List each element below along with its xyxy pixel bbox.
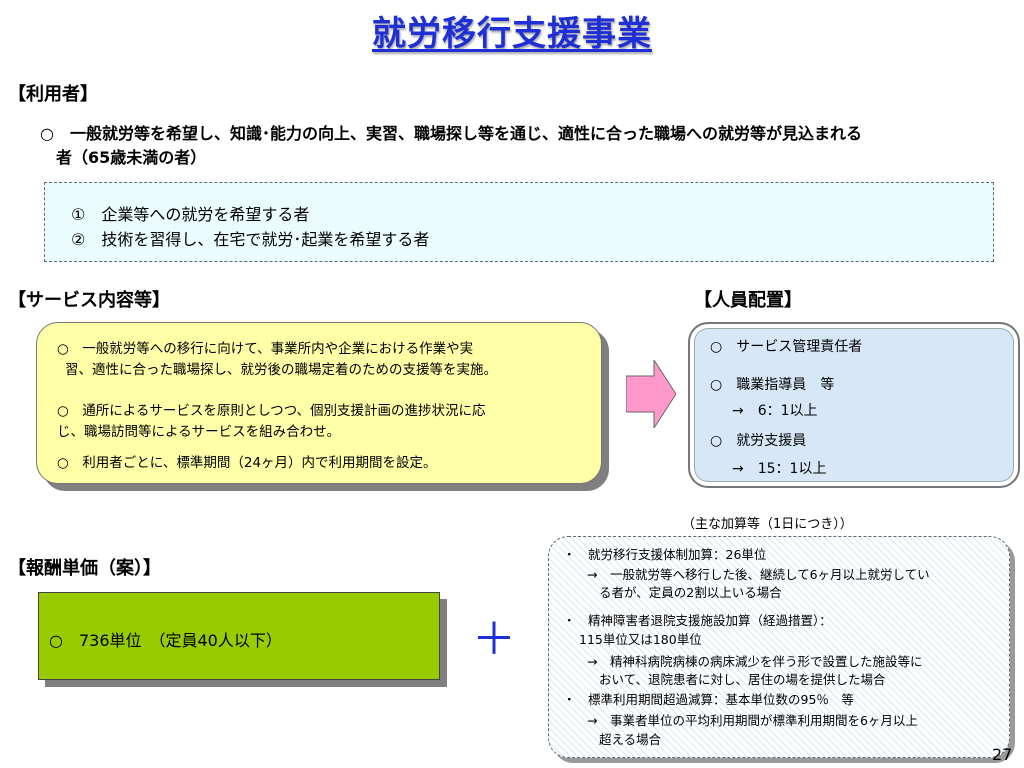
service-heading: 【サービス内容等】 xyxy=(8,290,170,311)
service-item: ○ 利用者ごとに、標準期間（24ヶ月）内で利用期間を設定。 xyxy=(57,453,597,474)
additions-line: → 事業者単位の平均利用期間が標準利用期間を6ヶ月以上 xyxy=(587,713,918,728)
right-arrow-icon xyxy=(626,360,676,428)
page-number: 27 xyxy=(992,745,1013,764)
staffing-heading: 【人員配置】 xyxy=(694,290,802,311)
staffing-ratio: → 15：1以上 xyxy=(732,461,827,477)
service-item-line: 習、適性に合った職場探し、就労後の職場定着のための支援等を実施。 xyxy=(65,362,497,378)
additions-line: ・ 標準利用期間超過減算：基本単位数の95％ 等 xyxy=(563,692,854,707)
users-description-line1: ○ 一般就労等を希望し、知識･能力の向上、実習、職場探し等を通じ、適性に合った職… xyxy=(40,124,862,143)
users-description-line2: 者（65歳未満の者） xyxy=(56,148,207,167)
additions-line: ・ 就労移行支援体制加算：26単位 xyxy=(563,547,767,562)
staffing-item: ○ サービス管理責任者 xyxy=(710,339,863,355)
users-criteria-box: ① 企業等への就労を希望する者 ② 技術を習得し、在宅で就労･起業を希望する者 xyxy=(44,182,994,262)
staffing-box: ○ サービス管理責任者 ○ 職業指導員 等 → 6：1以上 ○ 就労支援員 → … xyxy=(688,322,1020,488)
additions-line: ・ 精神障害者退院支援施設加算（経過措置）： xyxy=(563,613,832,628)
additions-line: 超える場合 xyxy=(599,732,662,747)
service-item-line: じ、職場訪問等によるサービスを組み合わせ。 xyxy=(57,424,341,440)
additions-line: 115単位又は180単位 xyxy=(579,632,702,647)
staffing-item: ○ 職業指導員 等 xyxy=(710,377,835,393)
additions-line: おいて、退院患者に対し、居住の場を提供した場合 xyxy=(599,672,886,687)
service-item-line: ○ 一般就労等への移行に向けて、事業所内や企業における作業や実 xyxy=(57,341,474,357)
additions-box: ・ 就労移行支援体制加算：26単位 → 一般就労等へ移行した後、継続して6ヶ月以… xyxy=(548,536,1010,758)
staffing-ratio: → 6：1以上 xyxy=(732,403,818,419)
fee-heading: 【報酬単価（案）】 xyxy=(8,558,161,579)
additions-line: → 精神科病院病棟の病床減少を伴う形で設置した施設等に xyxy=(587,654,923,669)
users-heading: 【利用者】 xyxy=(8,84,98,105)
slide-title: 就労移行支援事業 xyxy=(372,14,652,54)
users-criteria-item: ② 技術を習得し、在宅で就労･起業を希望する者 xyxy=(71,230,430,249)
additions-line: る者が、定員の2割以上いる場合 xyxy=(599,585,782,600)
service-item: ○ 通所によるサービスを原則としつつ、個別支援計画の進捗状況に応 じ、職場訪問等… xyxy=(57,401,597,443)
additions-caption: （主な加算等（1日につき）） xyxy=(682,517,853,532)
service-item-line: ○ 利用者ごとに、標準期間（24ヶ月）内で利用期間を設定。 xyxy=(57,455,437,471)
users-criteria-item: ① 企業等への就労を希望する者 xyxy=(71,205,310,224)
service-item-line: ○ 通所によるサービスを原則としつつ、個別支援計画の進捗状況に応 xyxy=(57,403,486,419)
staffing-item: ○ 就労支援員 xyxy=(710,433,807,449)
fee-box: ○ 736単位 （定員40人以下） xyxy=(38,592,440,680)
fee-value: ○ 736単位 （定員40人以下） xyxy=(49,631,282,650)
service-item: ○ 一般就労等への移行に向けて、事業所内や企業における作業や実 習、適性に合った… xyxy=(57,339,597,381)
additions-line: → 一般就労等へ移行した後、継続して6ヶ月以上就労してい xyxy=(587,567,930,582)
service-content-box: ○ 一般就労等への移行に向けて、事業所内や企業における作業や実 習、適性に合った… xyxy=(36,322,602,484)
plus-icon: ＋ xyxy=(472,614,516,665)
